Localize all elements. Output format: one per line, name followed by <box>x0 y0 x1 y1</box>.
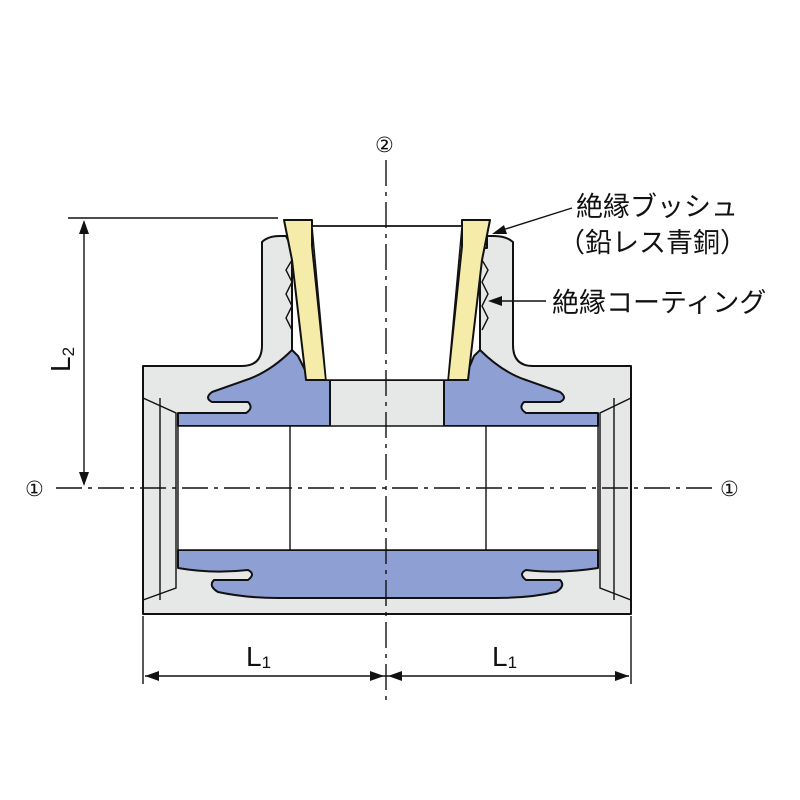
l1-arrow-right-start <box>388 671 402 681</box>
coating-label: 絶縁コーティング <box>552 288 766 319</box>
l1-arrow-left-start <box>145 671 159 681</box>
coating-upper-left <box>177 349 331 427</box>
axis-1-right-marker: ① <box>720 477 739 501</box>
axis-1-left-marker: ① <box>25 477 44 501</box>
branch-thread-right <box>481 259 489 331</box>
branch-bore <box>311 225 463 381</box>
coating-lower <box>177 549 599 599</box>
axis-2-top-marker: ② <box>375 133 394 157</box>
coating-upper-right <box>443 349 599 427</box>
l1-arrow-left-end <box>370 671 384 681</box>
l1-arrow-right-end <box>615 671 629 681</box>
bushing-label-line1: 絶縁ブッシュ <box>576 192 738 223</box>
l2-arrow-top <box>79 220 89 234</box>
branch-thread-left <box>285 259 293 331</box>
bushing-leader <box>495 207 573 233</box>
right-port-inner <box>599 397 632 601</box>
l2-arrow-bottom <box>79 472 89 486</box>
bushing-leader-arrow <box>492 225 507 234</box>
run-bore <box>177 425 599 551</box>
bushing-label-line2: （鉛レス青銅） <box>558 228 747 259</box>
l2-label: L2 <box>45 347 78 372</box>
l1-left-label: L1 <box>246 641 271 672</box>
l1-right-label: L1 <box>492 641 517 672</box>
coating-leader-arrow <box>488 296 502 306</box>
